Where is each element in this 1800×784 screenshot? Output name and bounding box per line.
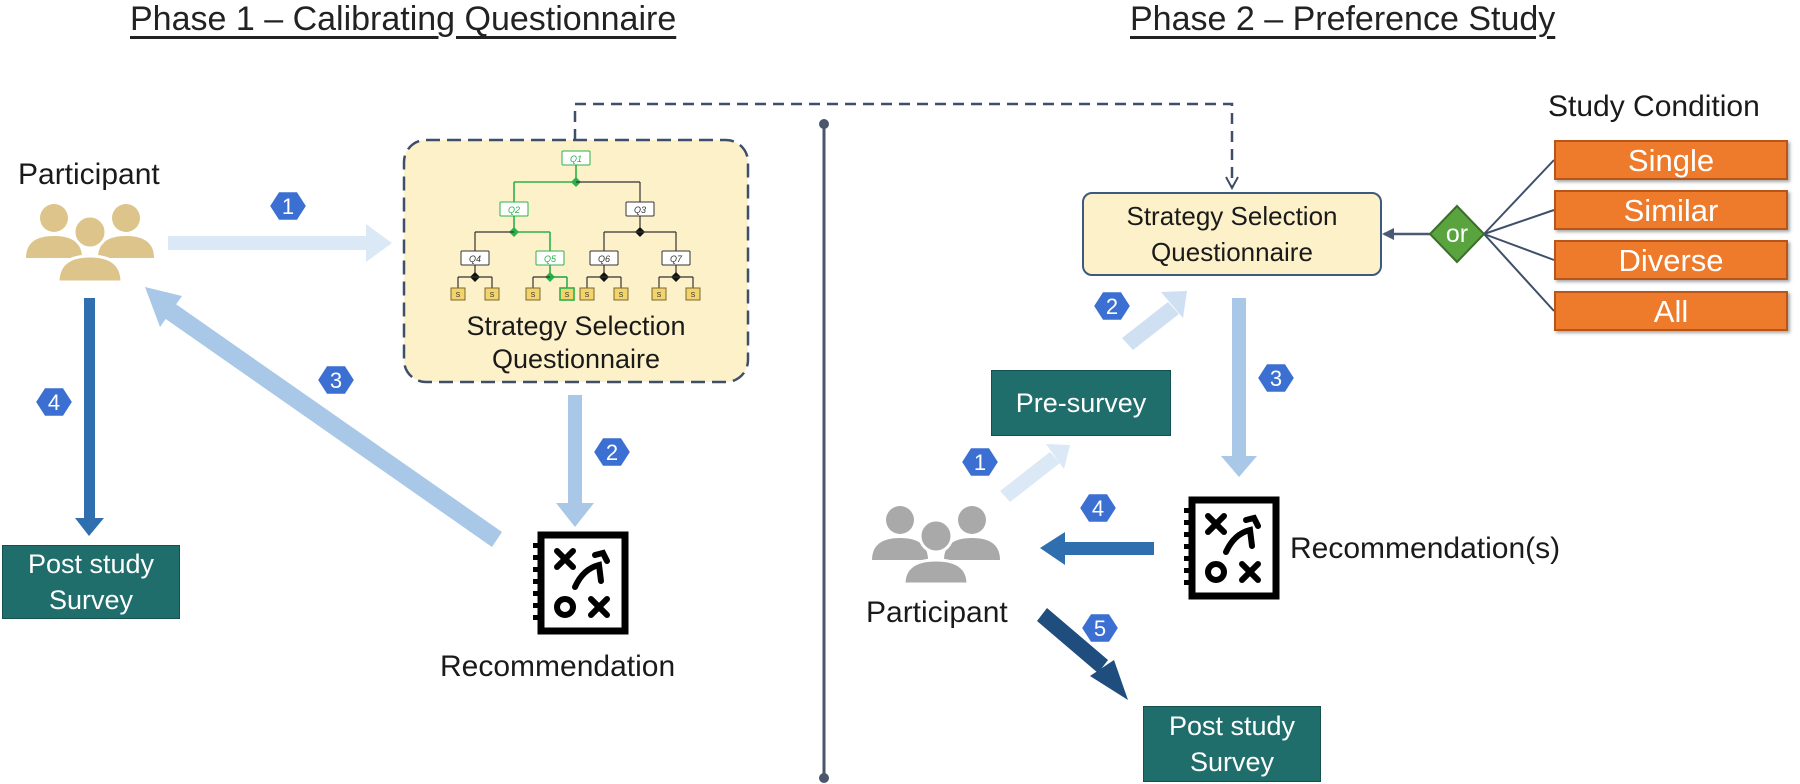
p1-post-survey-line2: Survey bbox=[48, 585, 134, 615]
phase2-title: Phase 2 – Preference Study bbox=[1130, 0, 1556, 38]
p2-post-survey-line2: Survey bbox=[1189, 747, 1275, 777]
svg-text:S: S bbox=[619, 292, 624, 299]
pre-survey-box: Pre-survey bbox=[991, 370, 1171, 436]
p1-recommendation-label: Recommendation bbox=[440, 650, 676, 683]
condition-fan-lines bbox=[1483, 159, 1555, 312]
p2-step-4-badge: 4 bbox=[1077, 492, 1119, 524]
p1-post-survey-box: Post study Survey bbox=[2, 545, 180, 619]
tree-leaf: S bbox=[651, 287, 667, 301]
step-badges: 1 2 3 4 1 2 3 4 5 bbox=[33, 190, 1297, 644]
tree-leaf: S bbox=[559, 287, 575, 301]
svg-text:Q2: Q2 bbox=[508, 205, 520, 215]
svg-text:4: 4 bbox=[1092, 496, 1104, 521]
svg-text:S: S bbox=[490, 292, 495, 299]
p1-step-1-badge: 1 bbox=[267, 190, 309, 222]
p2-arrow-3 bbox=[1221, 298, 1257, 477]
svg-text:S: S bbox=[657, 292, 662, 299]
tree-node-level3: Q5 bbox=[535, 250, 565, 266]
p2-arrow-4 bbox=[1040, 532, 1154, 565]
tree-node-level3: Q4 bbox=[460, 250, 490, 266]
p2-questionnaire-box: Strategy Selection Questionnaire bbox=[1082, 192, 1382, 276]
svg-text:S: S bbox=[565, 292, 570, 299]
svg-text:Q3: Q3 bbox=[634, 205, 646, 215]
p1-questionnaire-line2: Questionnaire bbox=[491, 344, 661, 374]
phase-separator bbox=[819, 119, 829, 783]
svg-text:Q5: Q5 bbox=[544, 254, 557, 264]
svg-text:1: 1 bbox=[282, 194, 294, 219]
svg-text:S: S bbox=[691, 292, 696, 299]
p2-step-3-badge: 3 bbox=[1255, 362, 1297, 394]
p2-step-1-badge: 1 bbox=[959, 446, 1001, 478]
svg-text:Q4: Q4 bbox=[469, 254, 481, 264]
svg-text:5: 5 bbox=[1094, 616, 1106, 641]
svg-text:3: 3 bbox=[330, 368, 342, 393]
p1-recommendation-icon bbox=[533, 531, 629, 635]
p1-step-4-badge: 4 bbox=[33, 386, 75, 418]
p1-questionnaire-line1: Strategy Selection bbox=[466, 311, 686, 341]
svg-text:S: S bbox=[585, 292, 590, 299]
p2-participant-label: Participant bbox=[866, 596, 1008, 629]
p2-post-survey-line1: Post study bbox=[1168, 711, 1296, 741]
p1-arrow-1 bbox=[168, 224, 392, 262]
p1-participant-label: Participant bbox=[18, 158, 160, 191]
p2-arrow-5 bbox=[1037, 608, 1128, 700]
svg-text:Q1: Q1 bbox=[570, 154, 582, 164]
p2-arrow-2 bbox=[1122, 291, 1187, 350]
p2-arrow-1 bbox=[1000, 444, 1070, 502]
tree-node-level3: Q7 bbox=[661, 250, 691, 266]
p1-step-3-badge: 3 bbox=[315, 364, 357, 396]
or-diamond bbox=[1428, 204, 1486, 264]
tree-node-level2: Q3 bbox=[625, 201, 655, 217]
p2-post-survey-box: Post study Survey bbox=[1143, 706, 1321, 782]
p1-participant-icon bbox=[26, 204, 154, 284]
tree-leaf: S bbox=[450, 287, 466, 301]
svg-text:Q6: Q6 bbox=[598, 254, 610, 264]
tree-node-level3: Q6 bbox=[589, 250, 619, 266]
p2-step-2-badge: 2 bbox=[1091, 290, 1133, 322]
p1-post-survey-line1: Post study bbox=[27, 549, 155, 579]
svg-text:3: 3 bbox=[1270, 366, 1282, 391]
p1-step-2-badge: 2 bbox=[591, 436, 633, 468]
p2-recommendations-label: Recommendation(s) bbox=[1290, 532, 1561, 565]
phase1-title: Phase 1 – Calibrating Questionnaire bbox=[130, 0, 677, 38]
p1-arrow-2 bbox=[556, 395, 594, 527]
svg-text:4: 4 bbox=[48, 390, 60, 415]
tree-node-level2: Q2 bbox=[499, 201, 529, 217]
study-condition-title: Study Condition bbox=[1548, 90, 1760, 123]
tree-leaf: S bbox=[579, 287, 595, 301]
p2-recommendation-icon bbox=[1184, 496, 1280, 600]
tree-leaf: S bbox=[685, 287, 701, 301]
svg-text:S: S bbox=[456, 292, 461, 299]
condition-all: All bbox=[1554, 291, 1788, 331]
condition-single: Single bbox=[1554, 140, 1788, 180]
p1-questionnaire-box bbox=[402, 138, 750, 384]
svg-text:S: S bbox=[531, 292, 536, 299]
condition-diverse: Diverse bbox=[1554, 240, 1788, 280]
svg-text:2: 2 bbox=[606, 440, 618, 465]
p1-questionnaire-label: Strategy Selection Questionnaire bbox=[404, 310, 748, 376]
p1-arrow-3 bbox=[145, 287, 502, 547]
tree-leaf: S bbox=[613, 287, 629, 301]
svg-text:1: 1 bbox=[974, 450, 986, 475]
svg-text:Q7: Q7 bbox=[670, 254, 683, 264]
tree-node-root: Q1 bbox=[561, 150, 591, 166]
condition-similar: Similar bbox=[1554, 190, 1788, 230]
dashed-link-arrow bbox=[573, 102, 1232, 188]
p1-arrow-4 bbox=[75, 298, 104, 536]
p2-step-5-badge: 5 bbox=[1079, 612, 1121, 644]
p2-questionnaire-line1: Strategy Selection bbox=[1126, 201, 1338, 231]
or-label: or bbox=[1445, 220, 1469, 248]
p2-questionnaire-line2: Questionnaire bbox=[1151, 237, 1313, 267]
p2-participant-icon bbox=[872, 506, 1000, 586]
svg-text:2: 2 bbox=[1106, 294, 1118, 319]
tree-leaf: S bbox=[484, 287, 500, 301]
tree-leaf: S bbox=[525, 287, 541, 301]
